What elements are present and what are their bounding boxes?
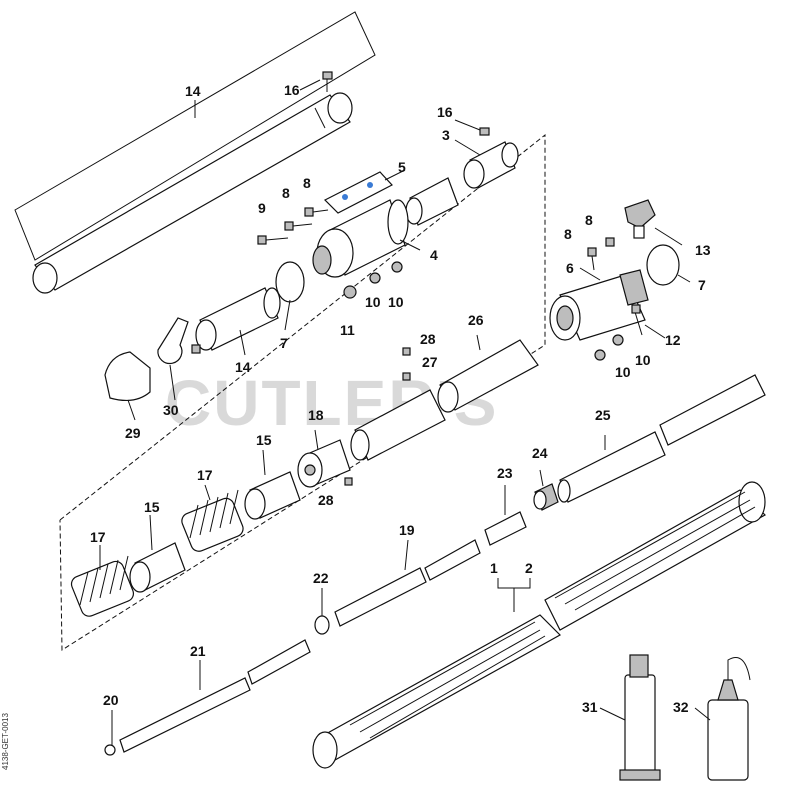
callout-22: 22 [313,570,329,586]
callout-29: 29 [125,425,141,441]
clamp-housing-6 [549,269,649,341]
callout-30: 30 [163,402,179,418]
spring-17-left [70,555,135,617]
callout-9: 9 [258,200,266,216]
bearing-18 [297,439,351,488]
screw-8-right-b [587,247,597,271]
callout-26: 26 [468,312,484,328]
drive-shaft-21 [119,639,311,753]
callout-16-right: 16 [437,104,453,120]
callout-4: 4 [430,247,438,263]
screw-27 [402,372,411,381]
coupling-23 [484,511,527,546]
sleeve-15-right [244,471,301,520]
callout-24: 24 [532,445,548,461]
callout-7-right: 7 [698,277,706,293]
callout-17-left: 17 [90,529,106,545]
drawing-code: 4138-GET-0013 [1,713,10,770]
screw-8-left-b [304,207,329,217]
bushing-24 [533,483,559,511]
short-tube [405,177,459,226]
callout-14-upper: 14 [185,83,201,99]
sleeve-3 [463,141,519,189]
callout-10-d: 10 [615,364,631,380]
callout-25: 25 [595,407,611,423]
shaft-25 [557,374,766,503]
tube-14-lower [195,287,281,351]
callout-10-b: 10 [388,294,404,310]
ring-7-left [275,261,305,303]
cap-29 [104,351,151,402]
center-tube [350,389,446,461]
frame-dashed-assembly [59,133,546,651]
knob-13 [624,199,656,239]
bracket-30 [157,317,201,365]
callout-8-c: 8 [585,212,593,228]
callout-23: 23 [497,465,513,481]
spring-17-right [181,489,244,552]
callout-18: 18 [308,407,324,423]
callout-1: 1 [490,560,498,576]
callout-2: 2 [525,560,533,576]
callout-6: 6 [566,260,574,276]
gear-housing-4 [312,199,409,278]
plate-5 [323,171,393,214]
callout-28-lower: 28 [318,492,334,508]
bottle-32 [707,657,751,781]
screw-9 [257,235,289,245]
nuts-10-11 [343,261,624,361]
tube-26 [437,339,539,413]
clip-22 [314,615,330,635]
main-tube-1-2 [312,481,766,769]
ring-20 [104,744,116,756]
callout-8-d: 8 [564,226,572,242]
callout-20: 20 [103,692,119,708]
screw-8-right-a [605,237,615,247]
callout-21: 21 [190,643,206,659]
screw-8-left-a [284,221,313,231]
callout-8-b: 8 [282,185,290,201]
callout-7-left: 7 [280,335,288,351]
screw-28-lower [344,477,353,486]
tube-14-upper [32,92,353,294]
callout-16-upper: 16 [284,82,300,98]
callout-28-upper: 28 [420,331,436,347]
callout-10-a: 10 [365,294,381,310]
callout-15-right: 15 [256,432,272,448]
callout-5: 5 [398,159,406,175]
leader-lines [99,79,711,745]
callout-10-c: 10 [635,352,651,368]
callout-14-lower: 14 [235,359,251,375]
screw-12 [631,304,643,336]
callout-17-right: 17 [197,467,213,483]
callout-11: 11 [340,322,355,338]
grease-tube-31 [619,654,661,781]
shaft-19 [334,539,481,627]
callout-27: 27 [422,354,438,370]
callout-15-left: 15 [144,499,160,515]
callout-3: 3 [442,127,450,143]
callout-12: 12 [665,332,681,348]
callout-8-a: 8 [303,175,311,191]
screw-16-upper [322,71,333,92]
callout-32: 32 [673,699,689,715]
screw-28-upper [402,347,411,356]
callout-13: 13 [695,242,711,258]
sleeve-15-left [129,542,186,593]
screw-16-right [479,127,490,136]
callout-31: 31 [582,699,598,715]
ring-7-right [646,244,680,286]
callout-19: 19 [399,522,415,538]
frame-upper-left [14,11,376,261]
